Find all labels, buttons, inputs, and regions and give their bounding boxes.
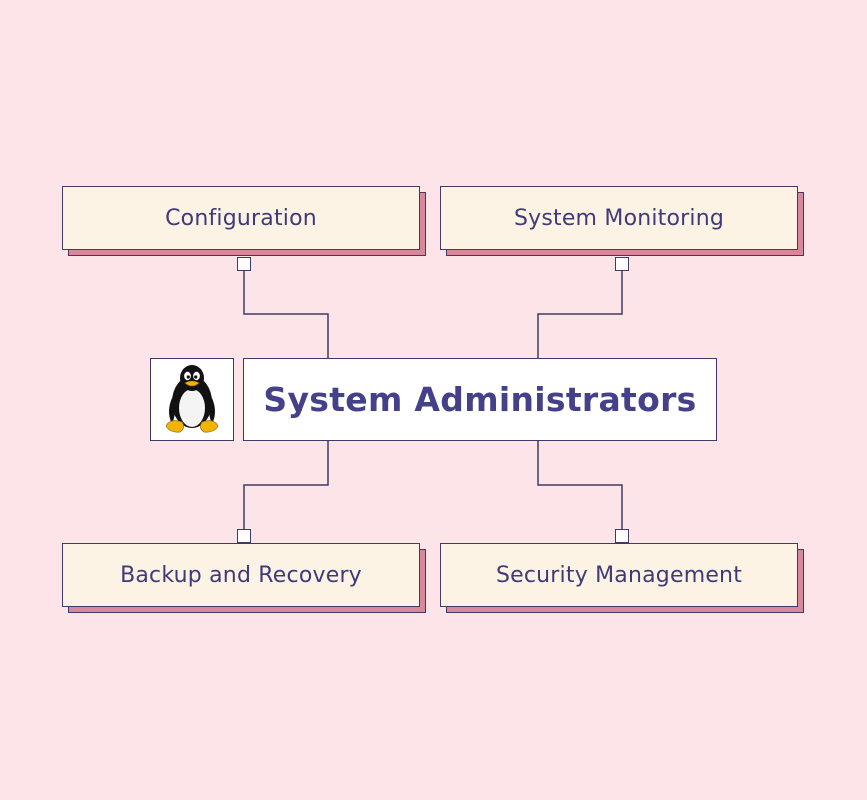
- backup-recovery-box: Backup and Recovery: [62, 543, 420, 607]
- security-management-connector: [615, 529, 629, 543]
- backup-recovery-label: Backup and Recovery: [120, 562, 362, 588]
- tux-penguin-icon: [160, 362, 224, 438]
- tux-logo-box: [150, 358, 234, 441]
- configuration-box: Configuration: [62, 186, 420, 250]
- line-system-monitoring: [537, 270, 623, 358]
- backup-recovery-connector: [237, 529, 251, 543]
- configuration-connector: [237, 257, 251, 271]
- system-monitoring-connector: [615, 257, 629, 271]
- security-management-label: Security Management: [495, 562, 743, 588]
- security-management-box: Security Management: [440, 543, 798, 607]
- line-configuration: [243, 270, 329, 358]
- system-monitoring-label: System Monitoring: [513, 205, 725, 231]
- center-title: System Administrators: [263, 380, 697, 419]
- configuration-label: Configuration: [165, 205, 317, 231]
- line-security-management: [537, 441, 623, 530]
- system-monitoring-box: System Monitoring: [440, 186, 798, 250]
- line-backup-recovery: [243, 441, 329, 530]
- system-administrators-box: System Administrators: [243, 358, 717, 441]
